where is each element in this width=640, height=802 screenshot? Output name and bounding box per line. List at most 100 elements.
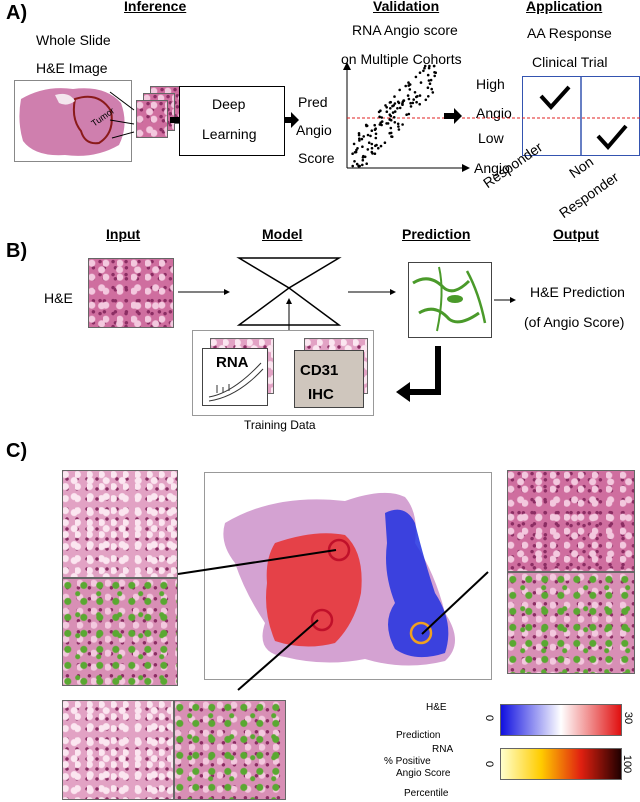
scatter-point	[402, 99, 405, 102]
slide-tissue-shape	[19, 88, 125, 156]
scatter-point	[385, 122, 388, 125]
header-application: Application	[526, 0, 603, 14]
scatter-point	[383, 141, 387, 144]
scatter-point	[407, 112, 411, 116]
scatter-point	[361, 145, 364, 148]
multiple-cohorts-label: on Multiple Cohorts	[341, 51, 462, 67]
scatter-points	[351, 64, 438, 168]
scatter-point	[351, 164, 355, 168]
scatter-point	[431, 91, 435, 94]
heatmap-tissue	[223, 492, 455, 666]
scatter-point	[365, 162, 369, 165]
scatter-point	[379, 121, 383, 124]
highlight-circle-red-bottom	[310, 608, 334, 632]
scatter-point	[361, 158, 365, 162]
scatter-point	[388, 101, 392, 104]
scatter-point	[353, 151, 357, 154]
scatter-point	[385, 106, 389, 109]
check-icon	[596, 124, 628, 151]
validation-scatter-plot	[343, 62, 470, 172]
scatter-point	[380, 116, 384, 119]
scatter-point	[432, 64, 436, 68]
response-grid-lines	[462, 76, 640, 156]
ihc-label: IHC	[308, 386, 334, 403]
scatter-point	[398, 106, 402, 110]
legend-angio-score: Angio Score	[396, 768, 451, 779]
colorbar1-min: 0	[483, 714, 496, 722]
deep-label: Deep	[212, 96, 246, 112]
high-label: High	[476, 76, 505, 92]
colorbar-rna	[500, 748, 622, 780]
scatter-point	[389, 107, 392, 110]
scatter-point	[393, 102, 397, 105]
scatter-point	[378, 115, 381, 119]
cd31-tile	[294, 350, 364, 408]
scatter-point	[397, 125, 400, 128]
scatter-point	[414, 75, 418, 79]
scatter-point	[396, 100, 400, 104]
scatter-point	[362, 135, 366, 138]
highlight-circle-orange	[409, 621, 433, 645]
scatter-point	[424, 98, 428, 102]
panel-c-label: C)	[6, 440, 28, 462]
learning-label: Learning	[202, 126, 257, 142]
scatter-point	[353, 160, 356, 163]
tile-c-bottom-pred	[174, 700, 286, 800]
tile-c-bottom-he	[62, 700, 174, 800]
scatter-point	[384, 104, 387, 107]
scatter-point	[398, 88, 402, 92]
he-image-label: H&E Image	[36, 60, 108, 76]
legend-prediction: Prediction	[396, 730, 441, 741]
score-label: Score	[298, 150, 335, 166]
scatter-point	[358, 139, 361, 142]
scatter-point	[392, 116, 396, 119]
legend-he: H&E	[426, 702, 447, 713]
header-validation: Validation	[373, 0, 440, 14]
whole-slide-thumbnail	[14, 80, 132, 162]
scatter-point	[412, 98, 416, 101]
tile-c-topleft-he	[62, 470, 178, 578]
colorbar1-max: 30	[622, 711, 635, 725]
scatter-point	[392, 104, 396, 107]
deep-learning-box	[179, 86, 285, 156]
scatter-point	[373, 123, 377, 127]
scatter-point	[389, 118, 393, 122]
scatter-point	[407, 97, 411, 101]
header-prediction: Prediction	[402, 226, 471, 242]
output-line1: H&E Prediction	[530, 284, 625, 300]
scatter-point	[379, 109, 382, 112]
scatter-point	[407, 81, 410, 84]
model-bowtie	[236, 257, 342, 326]
scatter-point	[419, 81, 423, 84]
training-data-label: Training Data	[244, 418, 316, 432]
scatter-point	[415, 95, 418, 99]
scatter-point	[411, 101, 415, 105]
scatter-point	[405, 113, 408, 116]
scatter-point	[401, 123, 404, 126]
scatter-point	[362, 154, 365, 158]
scatter-point	[401, 103, 404, 106]
scatter-point	[422, 69, 425, 73]
scatter-point	[352, 142, 356, 146]
scatter-point	[370, 129, 374, 132]
scatter-point	[418, 102, 422, 106]
tile-stack-front	[136, 100, 168, 138]
feedback-arrow	[408, 346, 441, 395]
rna-label: RNA	[216, 354, 249, 371]
colorbar2-min: 0	[483, 760, 496, 768]
scatter-point	[388, 113, 392, 116]
scatter-point	[393, 95, 396, 98]
legend-percentile: Percentile	[404, 788, 449, 799]
scatter-point	[418, 94, 422, 97]
output-line2: (of Angio Score)	[524, 314, 625, 330]
cd31-label: CD31	[300, 362, 339, 379]
scatter-point	[374, 136, 378, 140]
scatter-point	[380, 123, 383, 127]
scatter-point	[374, 132, 378, 136]
scatter-point	[366, 148, 370, 151]
scatter-point	[426, 86, 430, 89]
panel-b-diagram	[178, 257, 516, 402]
scatter-point	[396, 107, 399, 110]
scatter-point	[409, 101, 412, 105]
